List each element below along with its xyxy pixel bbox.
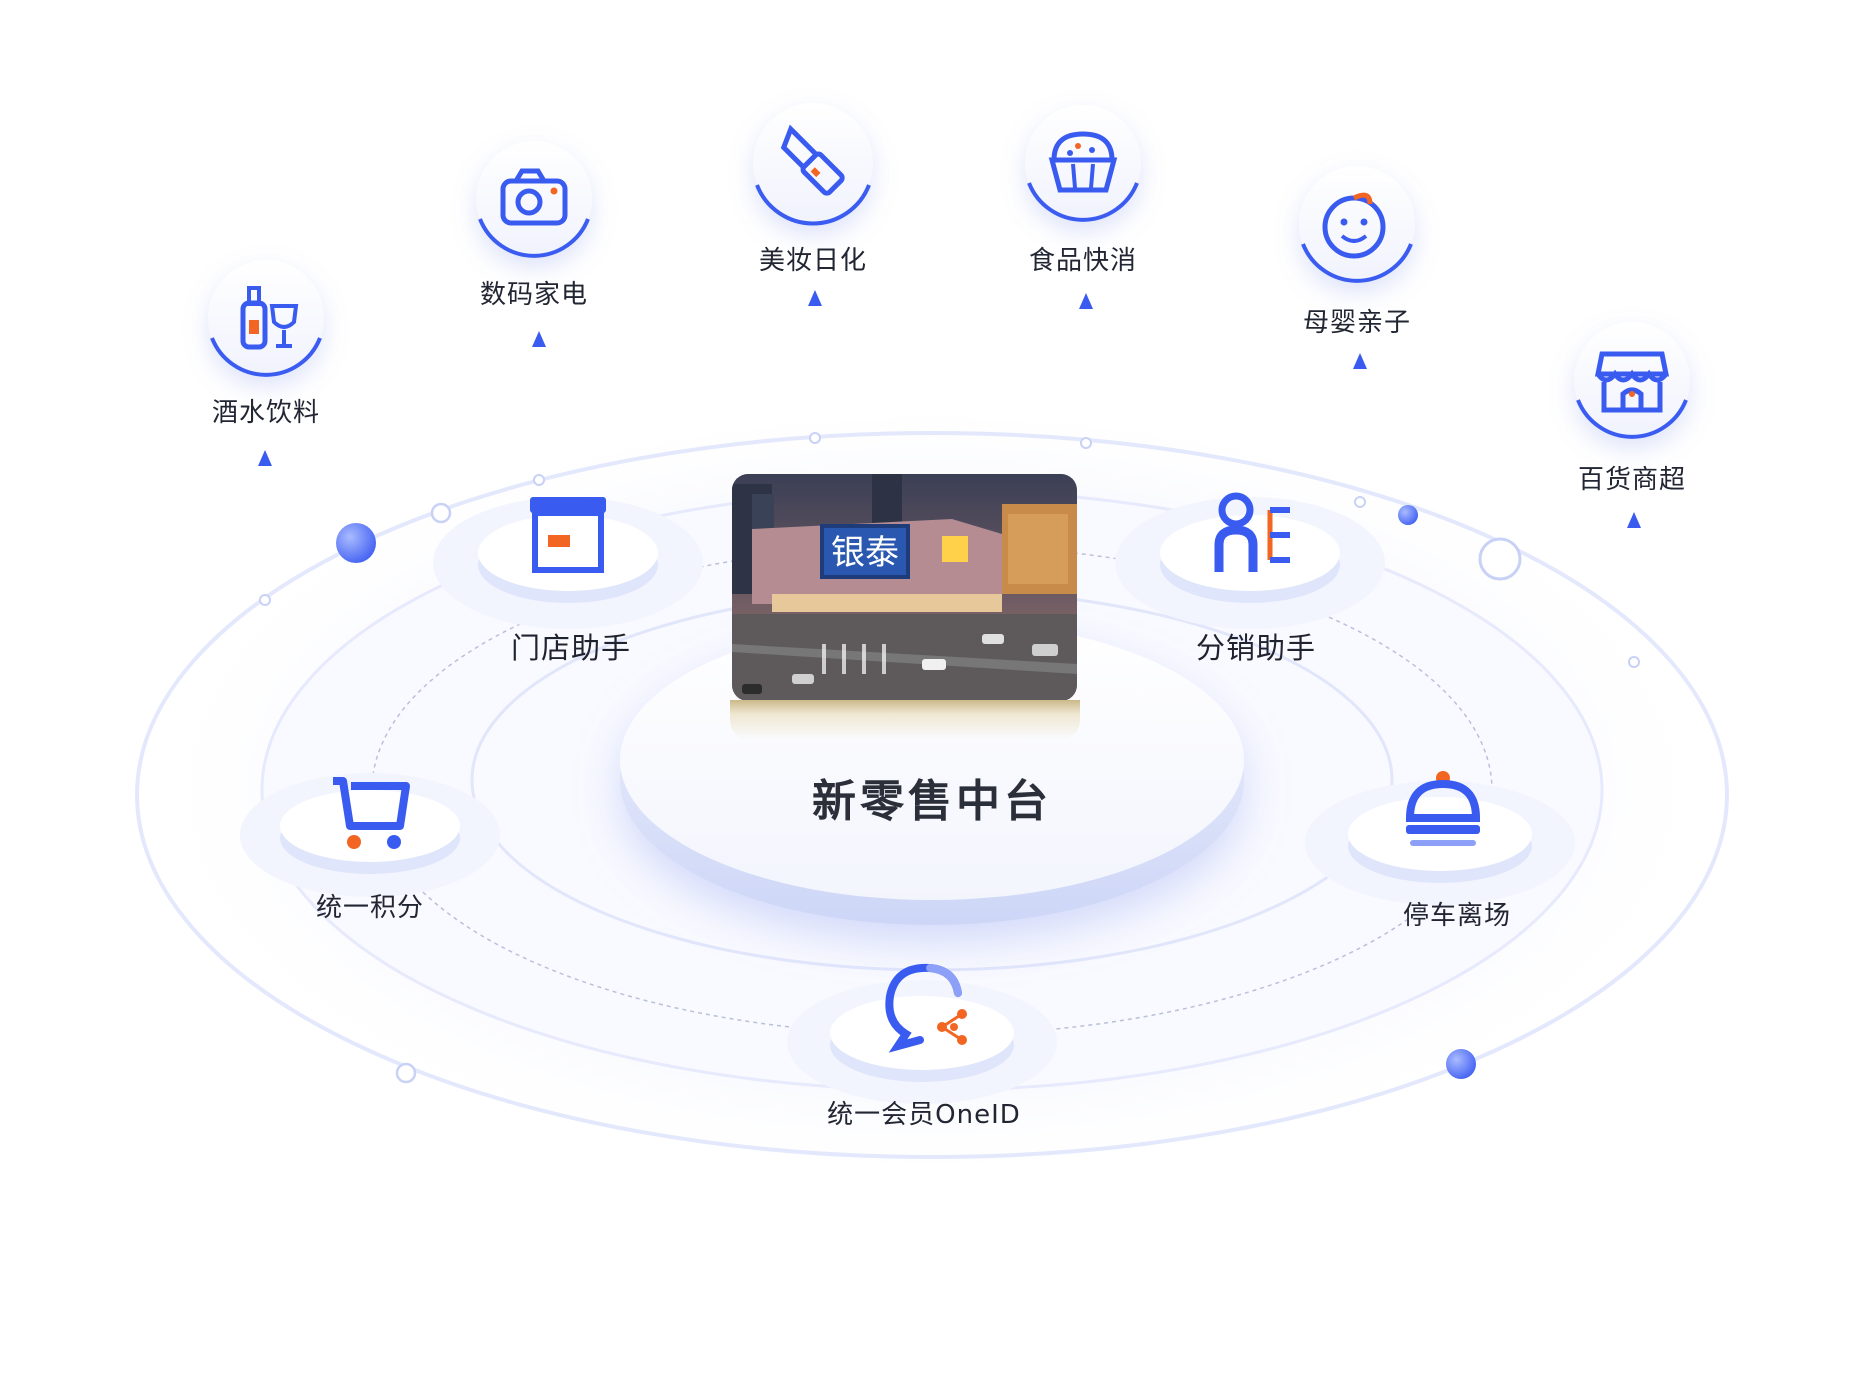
category-arrows <box>258 290 1641 668</box>
cart-icon <box>333 777 410 849</box>
node-label-member: 统一会员OneID <box>827 1100 1021 1130</box>
category-beauty <box>753 103 873 226</box>
orbit-ball <box>336 523 376 563</box>
orbit-dot <box>430 502 452 524</box>
orbit-dot <box>1478 537 1522 581</box>
category-food <box>1025 105 1141 222</box>
category-label-baby: 母婴亲子 <box>1302 308 1412 338</box>
mall-photo-illustration: 银泰 <box>732 474 1077 701</box>
category-label-digital: 数码家电 <box>479 280 589 310</box>
store-icon <box>530 497 606 573</box>
orbit-dot <box>395 1062 417 1084</box>
orbit-ball <box>1398 505 1418 525</box>
node-label-distribution: 分销助手 <box>1195 631 1317 665</box>
category-digital <box>476 141 592 258</box>
node-label-points: 统一积分 <box>315 893 425 923</box>
lipstick-icon <box>780 124 845 196</box>
bottle-glass-icon <box>240 286 299 350</box>
chat-bubble-icon <box>885 963 967 1053</box>
service-bell-icon <box>1405 771 1481 846</box>
category-label-department: 百货商超 <box>1577 465 1687 495</box>
node-label-parking: 停车离场 <box>1402 901 1512 931</box>
platform-title: 新零售中台 <box>812 776 1052 827</box>
category-label-beauty: 美妆日化 <box>758 246 868 276</box>
category-circles <box>208 103 1690 439</box>
photo-reflection <box>730 700 1080 740</box>
orbit-ball <box>1446 1049 1476 1079</box>
baby-face-icon <box>1322 192 1386 259</box>
outer-orbit-ring <box>135 431 1729 1159</box>
mall-photo: 银泰 <box>732 474 1077 701</box>
category-label-drinks: 酒水饮料 <box>211 398 321 428</box>
distribution-icon <box>1214 492 1290 572</box>
mall-sign-text: 银泰 <box>831 533 899 573</box>
category-baby <box>1299 166 1415 283</box>
cupcake-icon <box>1048 131 1118 193</box>
category-label-food: 食品快消 <box>1028 246 1138 276</box>
camera-icon <box>500 168 568 226</box>
node-label-store: 门店助手 <box>510 631 632 665</box>
category-department <box>1574 322 1690 439</box>
shop-front-icon <box>1594 351 1670 413</box>
